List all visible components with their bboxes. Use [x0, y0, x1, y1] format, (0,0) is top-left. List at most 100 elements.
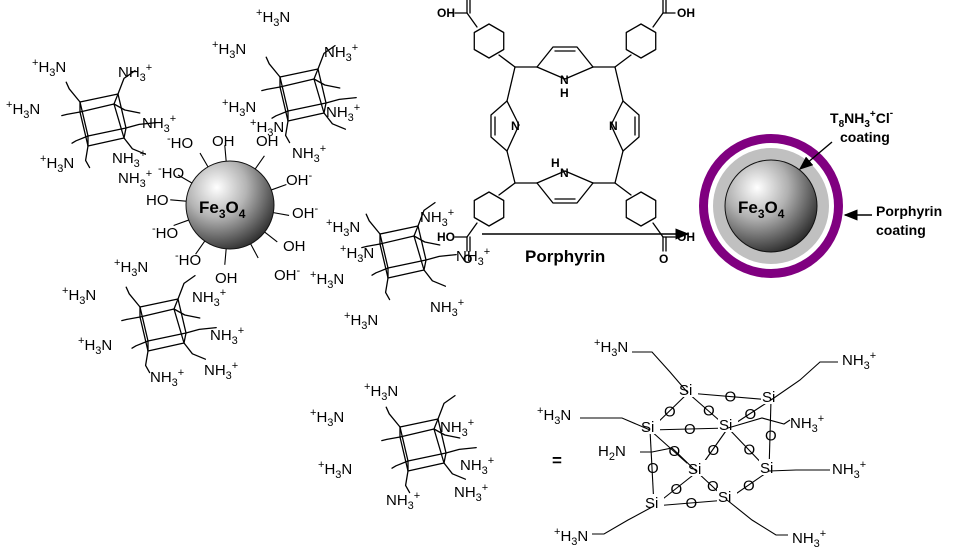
aminopropyl-label: NH3+: [832, 459, 866, 481]
bond-line: [614, 54, 632, 68]
bond-path: [117, 69, 136, 95]
hydroxyl-label: -HO: [167, 133, 193, 152]
bond-path: [770, 361, 838, 401]
oxygen-label: O: [664, 404, 676, 421]
bond-path: [381, 436, 401, 442]
hydroxyl-label: -HO: [175, 250, 201, 269]
bond-path: [632, 351, 689, 394]
porphyrin-atom-label: H: [560, 86, 569, 100]
porphyrin-atom-label: HO: [437, 230, 455, 244]
bond-path: [79, 93, 127, 137]
bond-line: [506, 124, 520, 152]
product-core-sphere: [724, 159, 818, 253]
porphyrin-atom-label: OH: [677, 230, 695, 244]
bond-line: [536, 170, 566, 184]
amine-label: +H3N: [326, 217, 360, 239]
bond-line: [652, 12, 664, 28]
reaction-arrow: Porphyrin: [482, 228, 690, 266]
product-core-label: Fe3O4: [738, 198, 785, 221]
si-bg: [718, 416, 738, 432]
porphyrin-structure: NHNHNNOOHOOHOHOOOH: [437, 0, 695, 266]
bond-line: [506, 150, 516, 184]
bond-path: [271, 110, 289, 119]
porphyrin-atom-label: OH: [677, 6, 695, 20]
bond-line: [224, 248, 227, 265]
amine-label: NH3+: [386, 490, 420, 512]
bond-path: [423, 269, 447, 287]
amine-label: NH3+: [192, 287, 226, 309]
amine-label: NH3+: [456, 246, 490, 268]
hydroxyl-label: OH-: [286, 170, 313, 189]
amine-label: +H3N: [222, 97, 256, 119]
aminopropyl-label: NH3+: [792, 528, 826, 550]
bond-line: [271, 183, 287, 191]
porphyrin-atom-label: OH: [437, 6, 455, 20]
bond-path: [84, 145, 91, 169]
amine-label: NH3+: [430, 297, 464, 319]
oxygen-label: O: [743, 478, 755, 495]
bond-path: [121, 316, 141, 322]
porphyrin-atom-label: N: [560, 73, 569, 87]
bond-line: [443, 452, 447, 464]
bond-path: [71, 135, 89, 144]
porphyrin-atom-label: N: [560, 166, 569, 180]
amine-label: +H3N: [310, 269, 344, 291]
bond-path: [173, 308, 201, 319]
bond-path: [371, 267, 389, 276]
bond-line: [264, 231, 278, 243]
bond-line: [199, 152, 209, 168]
bond-line: [250, 243, 259, 259]
bond-path: [125, 286, 141, 308]
bond-path: [473, 23, 505, 59]
bond-path: [125, 121, 157, 129]
oxygen-label: O: [725, 389, 737, 406]
porphyrin-atom-label: N: [511, 119, 520, 133]
amine-label: +H3N: [32, 57, 66, 79]
bond-path: [385, 406, 401, 428]
amine-label: +H3N: [364, 381, 398, 403]
aminopropyl-label: NH3+: [842, 350, 876, 372]
bond-path: [580, 417, 651, 431]
amine-label: +H3N: [256, 7, 290, 29]
si-bg: [761, 388, 781, 404]
amine-label: NH3+: [460, 455, 494, 477]
bond-line: [170, 199, 187, 202]
oxygen-label: O: [708, 442, 720, 459]
bond-line: [610, 124, 624, 152]
bond-path: [399, 428, 445, 472]
bond-line: [313, 68, 319, 80]
amine-label: +H3N: [114, 257, 148, 279]
si-bg: [717, 488, 737, 504]
amine-label: NH3+: [142, 113, 176, 135]
bond-line: [614, 150, 624, 184]
bond-path: [317, 44, 336, 70]
fe3o4-label: Fe3O4: [199, 198, 246, 221]
amine-label: +H3N: [250, 117, 284, 139]
bond-path: [433, 428, 461, 439]
amine-label: NH3+: [204, 360, 238, 382]
amine-label: +H3N: [344, 310, 378, 332]
bond-line: [113, 93, 119, 105]
bond-path: [640, 447, 698, 473]
bond-path: [536, 46, 594, 68]
bond-path: [123, 137, 147, 155]
bond-path: [183, 342, 207, 360]
bond-line: [564, 66, 594, 80]
bond-line: [687, 392, 772, 401]
bond-line: [433, 418, 439, 430]
bond-path: [726, 499, 788, 536]
amine-label: NH3+: [150, 367, 184, 389]
bond-line: [413, 225, 419, 237]
oxygen-label: O: [684, 421, 696, 438]
bond-path: [144, 350, 151, 374]
oxygen-label: O: [703, 403, 715, 420]
amine-label: +H3N: [340, 243, 374, 265]
bond-path: [65, 81, 81, 103]
bond-path: [413, 235, 441, 246]
bond-line: [466, 12, 478, 28]
bond-path: [261, 86, 281, 92]
